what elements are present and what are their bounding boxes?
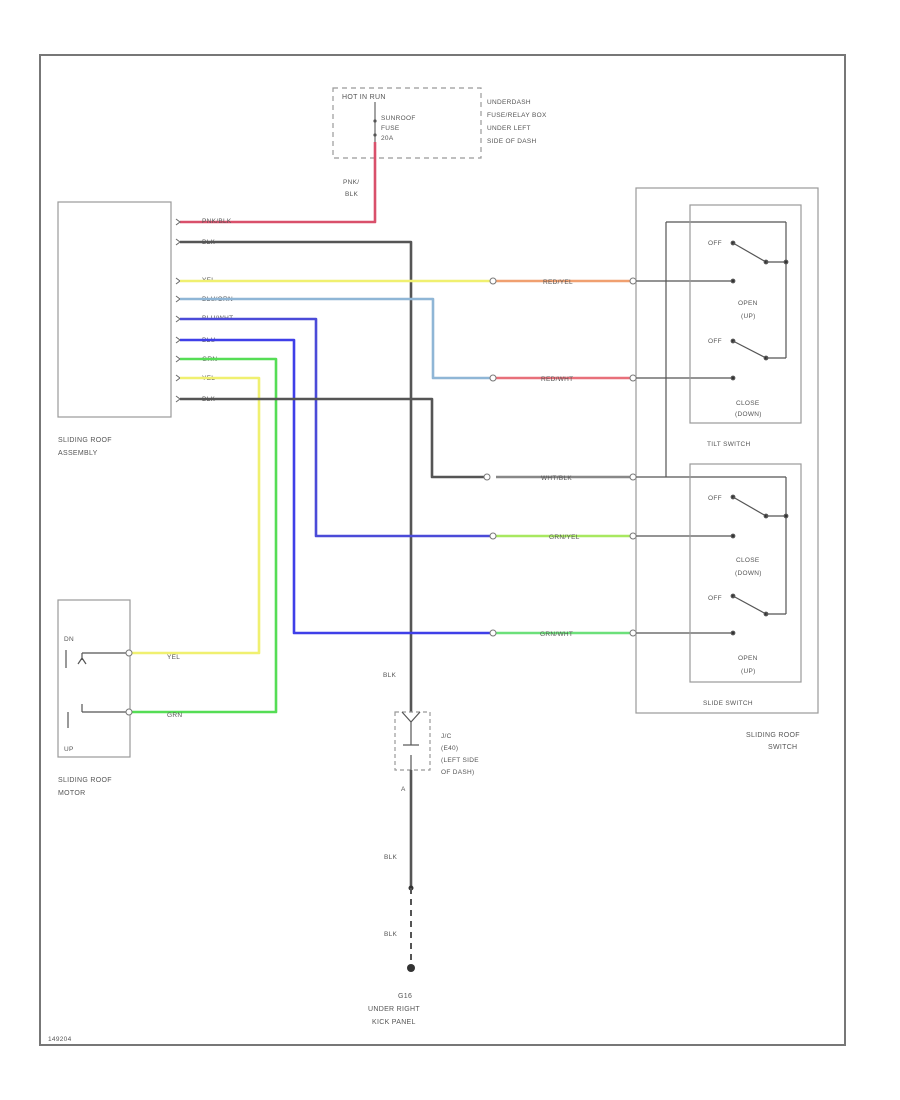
tilt-off-1: OFF: [708, 240, 722, 247]
wire-grn-motor: [132, 357, 278, 714]
fuse-label: FUSE: [381, 125, 400, 132]
motor-label-1: SLIDING ROOF: [58, 777, 112, 784]
tilt-switch-name: TILT SWITCH: [707, 441, 751, 448]
ground-blk-2: BLK: [384, 854, 398, 861]
wire-blu-wht: [180, 317, 490, 538]
slide-switch-name: SLIDE SWITCH: [703, 700, 753, 707]
slide-open-label: OPEN: [738, 655, 758, 662]
wire-label-grn-yel: GRN/YEL: [549, 534, 580, 541]
ground-blk-3: BLK: [384, 931, 398, 938]
tilt-close-label: CLOSE: [736, 400, 760, 407]
jc-line-1: J/C: [441, 733, 452, 740]
pin-1-label: PNK/BLK: [202, 218, 232, 225]
ground-id: G16: [398, 993, 412, 1000]
ground-location-2: KICK PANEL: [372, 1019, 416, 1026]
ground-blk-1: BLK: [383, 672, 397, 679]
assembly-pin-labels: PNK/BLK BLK YEL BLU/ORN BLU/WHT BLU GRN …: [202, 218, 233, 403]
figure-id: 149204: [48, 1036, 72, 1043]
tilt-open-up: (UP): [741, 313, 756, 320]
assembly-label-1: SLIDING ROOF: [58, 437, 112, 444]
slide-off-1: OFF: [708, 495, 722, 502]
sliding-roof-motor-box: [57, 599, 131, 758]
tilt-off-2: OFF: [708, 338, 722, 345]
diagram-frame: [39, 54, 846, 1046]
ground-location-1: UNDER RIGHT: [368, 1006, 420, 1013]
sliding-roof-switch-box: [635, 187, 819, 714]
motor-internal: [65, 650, 126, 728]
fuse-wire-label-2: BLK: [345, 191, 359, 198]
fuse-box-location-2: FUSE/RELAY BOX: [487, 112, 547, 119]
sliding-roof-assembly-box: [57, 201, 172, 418]
wire-blk-main: [180, 240, 413, 712]
slide-switch-contacts: [730, 494, 789, 636]
tilt-open-label: OPEN: [738, 300, 758, 307]
fuse-box-location-4: SIDE OF DASH: [487, 138, 536, 145]
slide-close-label: CLOSE: [736, 557, 760, 564]
fuse-box-location-3: UNDER LEFT: [487, 125, 531, 132]
fuse-name: SUNROOF: [381, 115, 416, 122]
wire-label-grn-wht: GRN/WHT: [540, 631, 573, 638]
wire-label-wht-blk: WHT/BLK: [541, 475, 572, 482]
slide-switch-box: [689, 463, 802, 683]
slide-off-2: OFF: [708, 595, 722, 602]
motor-dn: DN: [64, 636, 74, 643]
motor-wire-yel: YEL: [167, 654, 180, 661]
roof-switch-label-1: SLIDING ROOF: [746, 732, 800, 739]
ground-point: [407, 964, 415, 972]
fuse-rating: 20A: [381, 135, 394, 142]
jc-line-4: OF DASH): [441, 769, 474, 776]
motor-wire-grn: GRN: [167, 712, 182, 719]
tilt-switch-contacts: [730, 240, 789, 381]
wire-blk-pin9: [180, 397, 490, 479]
wire-yel-motor: [132, 376, 261, 655]
wire-blu: [180, 338, 490, 635]
motor-connector-yel: [125, 649, 133, 657]
jc-pin-a: A: [401, 786, 406, 793]
motor-label-2: MOTOR: [58, 790, 85, 797]
roof-switch-label-2: SWITCH: [768, 744, 797, 751]
tilt-close-down: (DOWN): [735, 411, 762, 418]
motor-connector-grn: [125, 708, 133, 716]
motor-up: UP: [64, 746, 74, 753]
jc-line-2: (E40): [441, 745, 458, 752]
junction-connector-box: [394, 711, 431, 771]
fuse-box-location-1: UNDERDASH: [487, 99, 531, 106]
slide-close-down: (DOWN): [735, 570, 762, 577]
fuse-wire-label-1: PNK/: [343, 179, 359, 186]
tilt-switch-box: [689, 204, 802, 424]
fuse-box: HOT IN RUN SUNROOF FUSE 20A UNDERDASH FU…: [332, 87, 547, 159]
wire-pnk-blk: [180, 142, 377, 224]
switch-internal-wiring: [636, 221, 787, 634]
inline-connectors: [483, 277, 637, 637]
junction-connector-symbol: [401, 711, 421, 770]
jc-line-3: (LEFT SIDE: [441, 757, 479, 764]
slide-open-up: (UP): [741, 668, 756, 675]
wire-blu-orn: [180, 297, 490, 380]
assembly-label-2: ASSEMBLY: [58, 450, 98, 457]
wire-label-red-yel: RED/YEL: [543, 279, 573, 286]
assembly-pin-arrows: [175, 218, 181, 403]
fuse-box-header: HOT IN RUN: [342, 94, 386, 101]
wire-label-red-wht: RED/WHT: [541, 376, 573, 383]
